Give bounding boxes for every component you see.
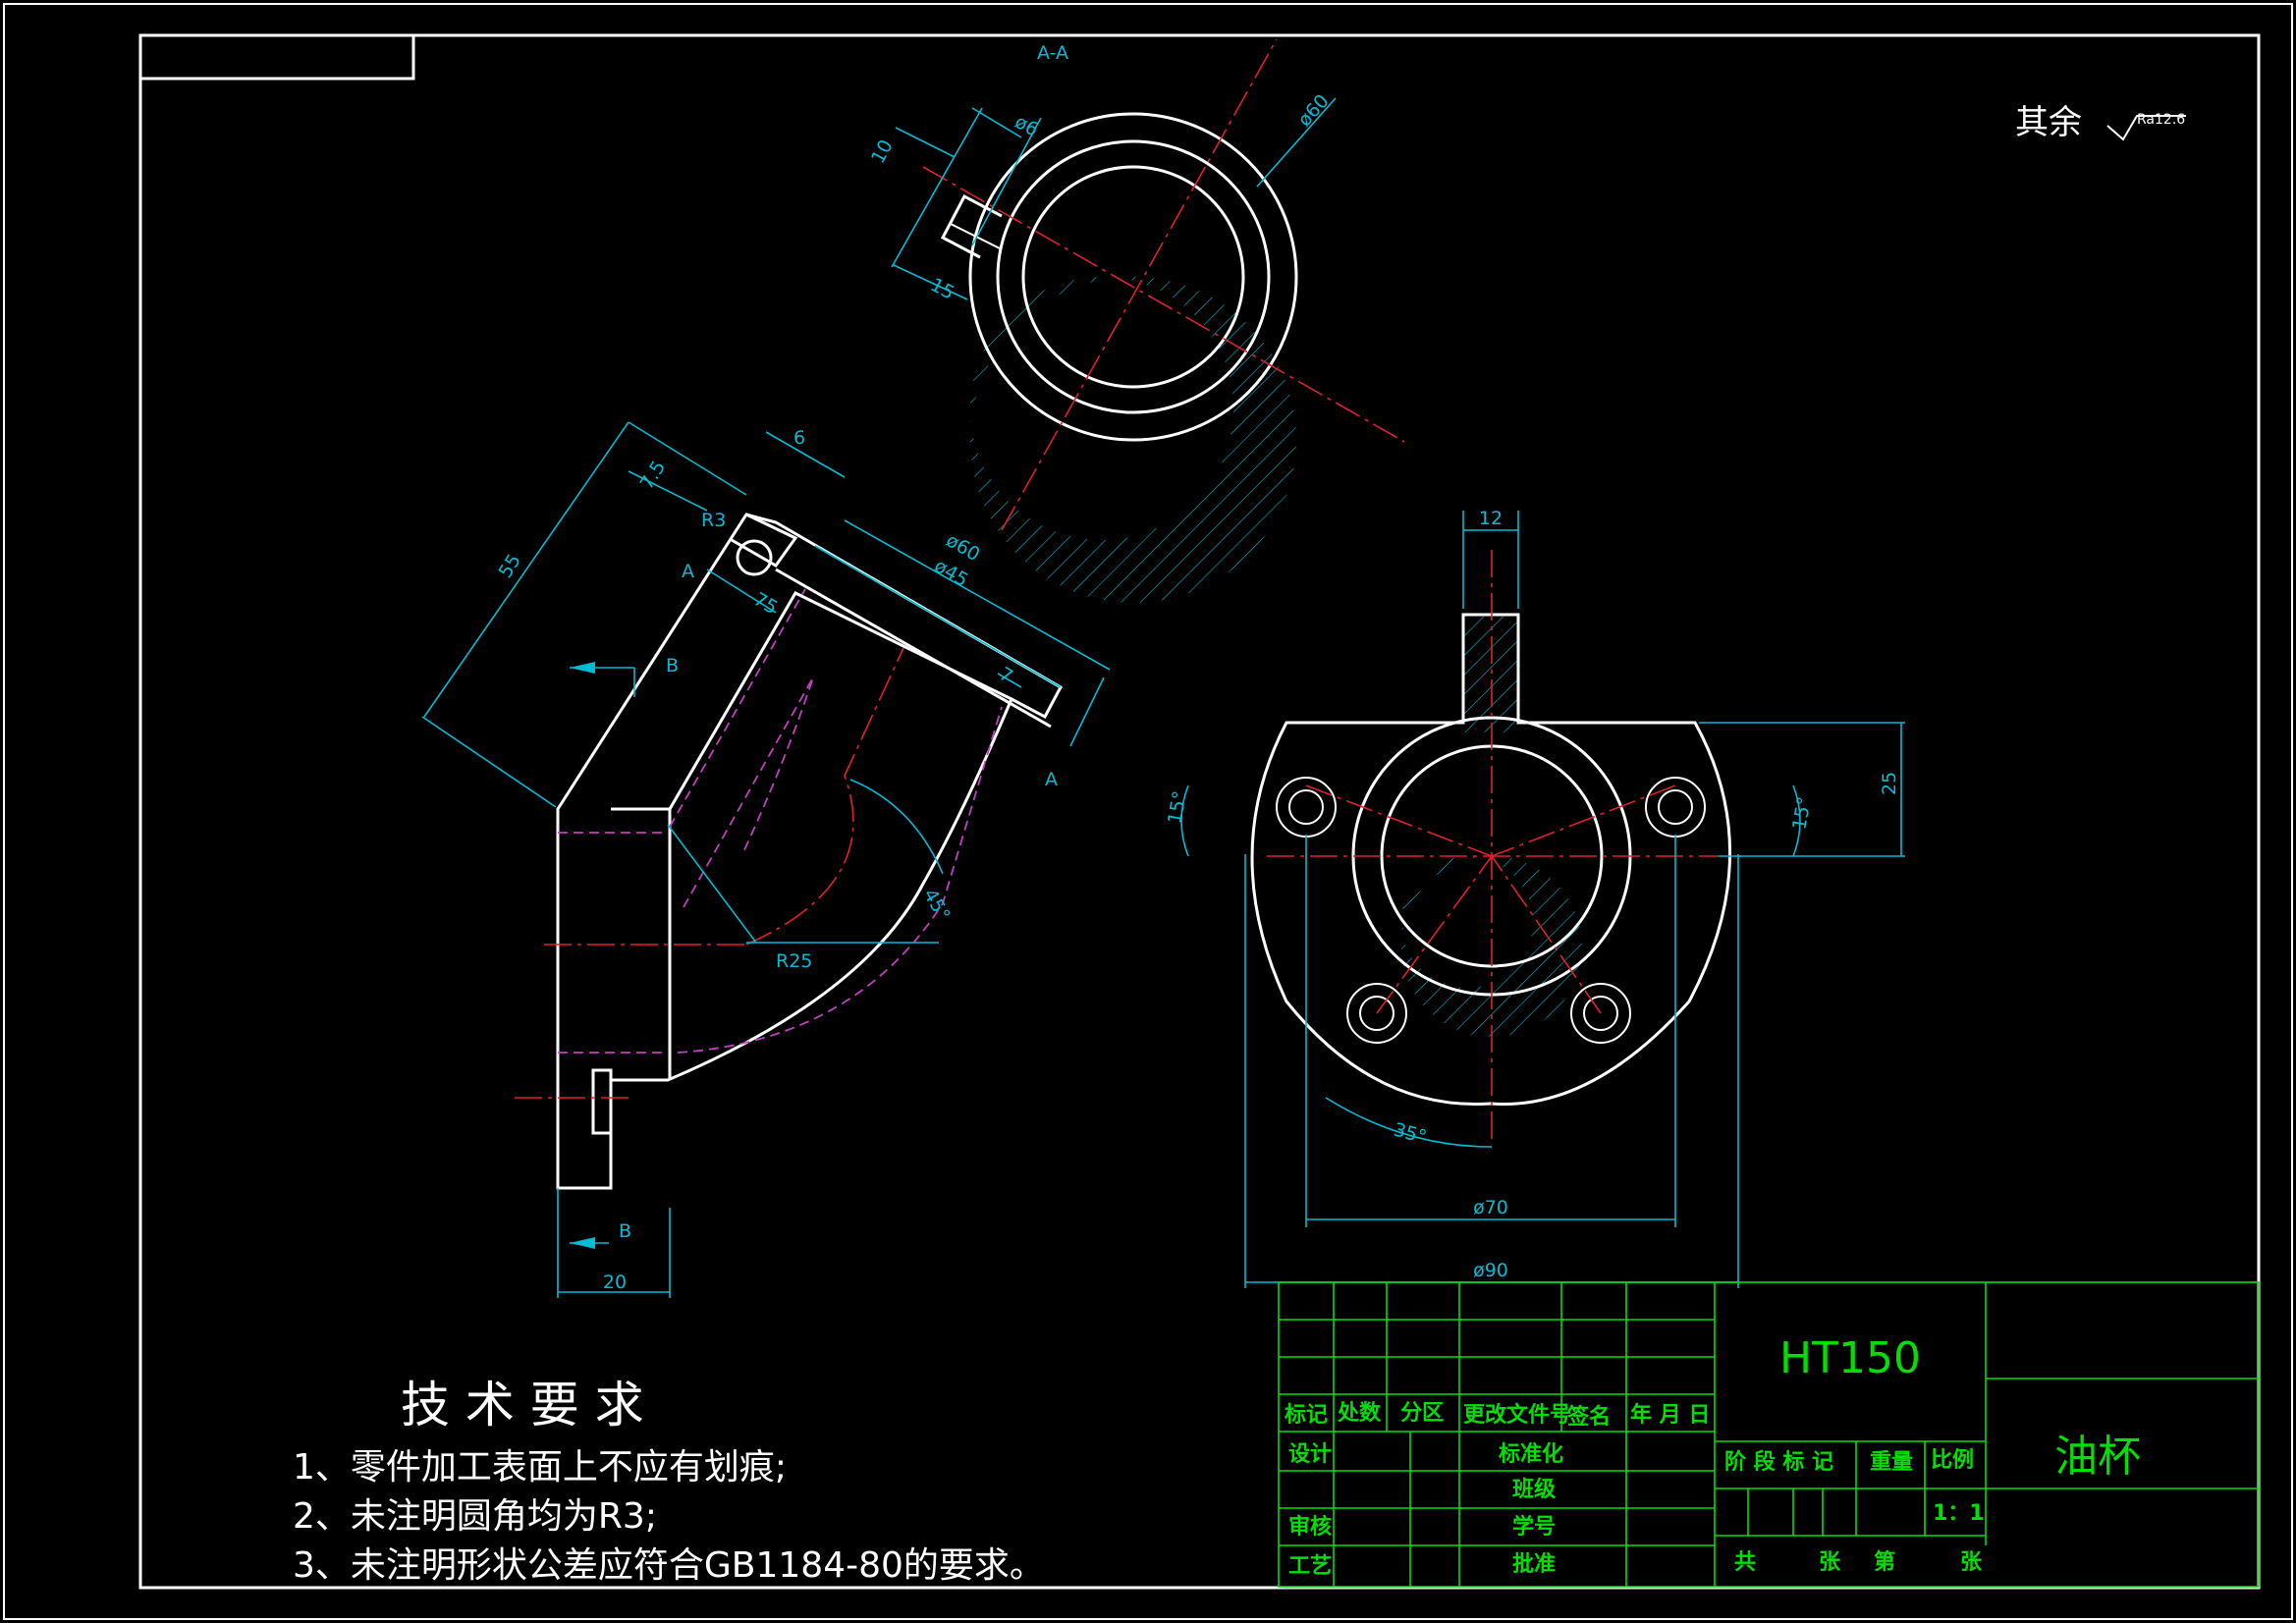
svg-text:签名: 签名 <box>1566 1404 1611 1430</box>
svg-text:15°: 15° <box>1164 789 1191 826</box>
ring-inner <box>1021 165 1245 389</box>
tech-requirements: 技 术 要 求 1、零件加工表面上不应有划痕; 2、未注明圆角均为R3; 3、未… <box>293 1377 1045 1586</box>
svg-text:设计: 设计 <box>1288 1442 1332 1467</box>
svg-text:75: 75 <box>750 588 782 619</box>
section-view-a-a: A-A ø6 10 15 ø60 <box>867 38 1405 603</box>
svg-text:1：1: 1：1 <box>1933 1501 1985 1526</box>
section-ring-hatch <box>969 277 1297 603</box>
svg-text:重量: 重量 <box>1870 1450 1913 1475</box>
title-block: HT150 油杯 标记 处数 分区 更改文件号 签名 年 月 日 设计 标准化 … <box>1278 1281 2260 1588</box>
front-hatch <box>1400 856 1583 1037</box>
svg-text:Ra12.6: Ra12.6 <box>2137 112 2185 128</box>
hidden-bore <box>669 588 814 908</box>
svg-text:共: 共 <box>1734 1550 1756 1575</box>
svg-text:张: 张 <box>1819 1550 1841 1575</box>
svg-text:B: B <box>666 655 679 676</box>
tech-title: 技 术 要 求 <box>401 1377 644 1434</box>
ring-outer <box>996 139 1271 414</box>
svg-text:7: 7 <box>996 663 1016 687</box>
tech-item: 2、未注明圆角均为R3; <box>293 1496 657 1537</box>
roughness-note: 其余 Ra12.6 <box>2015 103 2186 142</box>
front-outline <box>1250 613 1731 1107</box>
centerline-a <box>1001 38 1278 531</box>
svg-text:10: 10 <box>867 136 898 168</box>
svg-text:班级: 班级 <box>1512 1477 1556 1502</box>
svg-text:ø60: ø60 <box>1293 90 1333 131</box>
svg-text:第: 第 <box>1874 1549 1895 1575</box>
svg-text:15°: 15° <box>1788 795 1816 832</box>
side-hole <box>736 539 773 576</box>
svg-text:批准: 批准 <box>1512 1552 1556 1577</box>
svg-text:12: 12 <box>1479 508 1503 529</box>
svg-text:张: 张 <box>1960 1550 1983 1575</box>
svg-text:15: 15 <box>927 274 958 304</box>
svg-text:标准化: 标准化 <box>1499 1441 1563 1467</box>
drawing-frame <box>3 3 2293 1620</box>
svg-text:A: A <box>1045 769 1058 790</box>
svg-text:ø6: ø6 <box>1011 111 1042 141</box>
svg-text:ø70: ø70 <box>1473 1197 1508 1218</box>
svg-text:年 月 日: 年 月 日 <box>1630 1402 1710 1428</box>
material: HT150 <box>1779 1333 1921 1383</box>
svg-text:35°: 35° <box>1392 1119 1429 1149</box>
svg-text:更改文件号: 更改文件号 <box>1463 1402 1571 1428</box>
svg-text:审核: 审核 <box>1288 1514 1332 1540</box>
centerline-b <box>922 166 1405 443</box>
svg-text:工艺: 工艺 <box>1288 1553 1332 1579</box>
side-view: 55 7.5 6 R3 ø60 ø45 75 7 R25 45° 20 A A … <box>421 421 1111 1298</box>
tab-outline <box>940 193 1003 259</box>
svg-text:其余: 其余 <box>2015 103 2082 142</box>
front-view: 12 25 15° 15° 35° ø70 ø90 <box>1164 508 1905 1288</box>
svg-text:20: 20 <box>603 1271 627 1293</box>
side-outline <box>556 513 1064 1190</box>
svg-text:25: 25 <box>1879 772 1900 795</box>
svg-text:R3: R3 <box>701 510 726 531</box>
svg-text:学号: 学号 <box>1512 1514 1556 1540</box>
svg-text:6: 6 <box>793 427 805 449</box>
section-label: A-A <box>1037 42 1068 64</box>
tech-item: 3、未注明形状公差应符合GB1184-80的要求。 <box>293 1545 1045 1586</box>
svg-text:标记: 标记 <box>1285 1402 1328 1428</box>
tech-item: 1、零件加工表面上不应有划痕; <box>293 1447 787 1488</box>
svg-text:ø90: ø90 <box>1473 1260 1508 1281</box>
svg-text:7.5: 7.5 <box>636 457 671 493</box>
svg-text:阶 段 标 记: 阶 段 标 记 <box>1724 1449 1833 1475</box>
svg-text:45°: 45° <box>919 886 955 925</box>
outer-circle <box>968 112 1298 442</box>
svg-text:R25: R25 <box>776 950 812 972</box>
side-plug <box>591 1068 613 1135</box>
part-name: 油杯 <box>2054 1432 2141 1482</box>
svg-text:A: A <box>682 561 694 582</box>
svg-text:比例: 比例 <box>1931 1448 1974 1473</box>
svg-text:分区: 分区 <box>1400 1401 1444 1426</box>
svg-text:处数: 处数 <box>1337 1400 1382 1426</box>
svg-text:B: B <box>619 1220 631 1242</box>
